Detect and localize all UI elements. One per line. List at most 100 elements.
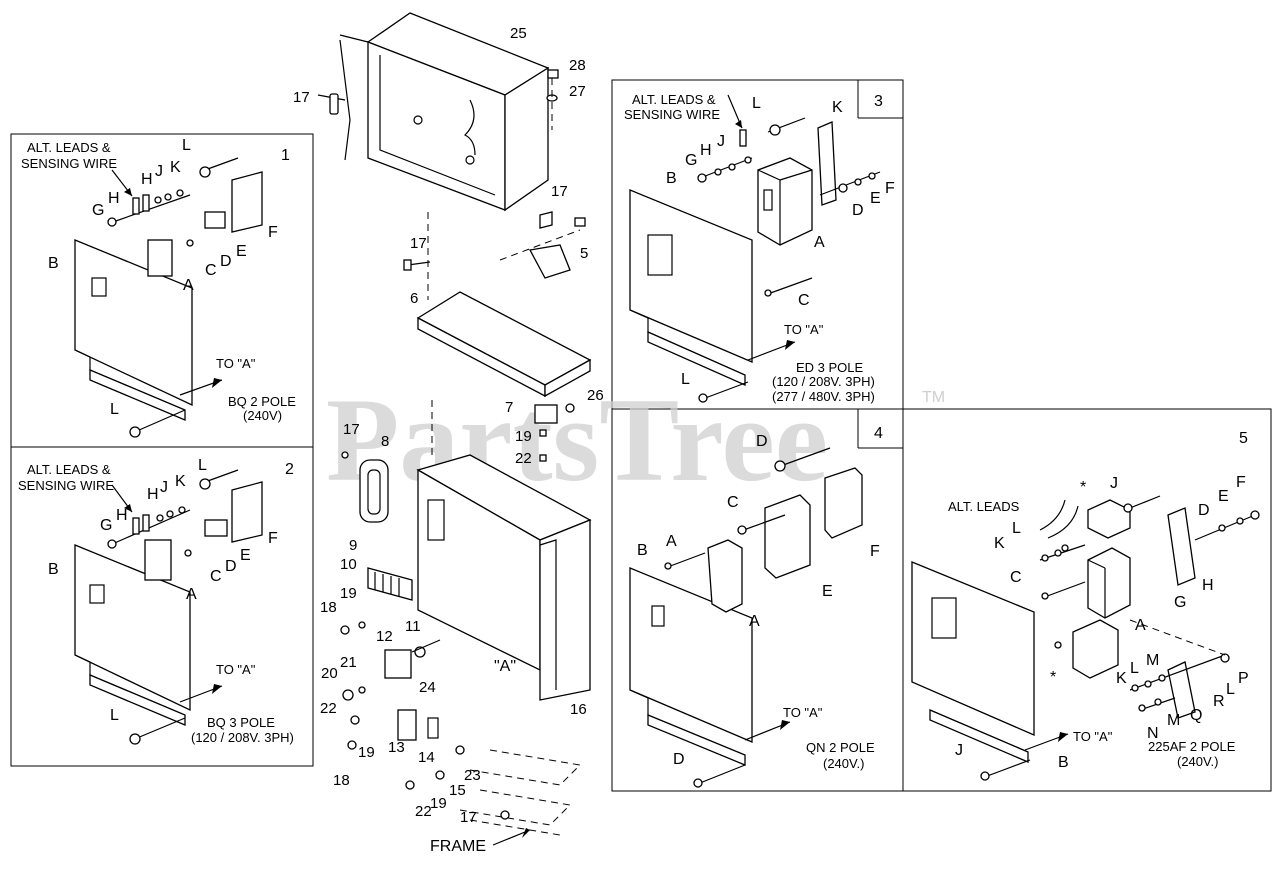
- part-letter: J: [955, 742, 963, 759]
- to-a-label: TO "A": [784, 322, 824, 337]
- panel-caption: BQ 2 POLE: [228, 394, 296, 409]
- part-letter: M: [1167, 712, 1180, 729]
- part-letter: J: [155, 163, 163, 180]
- alt-leads-label: ALT. LEADS: [948, 499, 1020, 514]
- panel-index: 4: [874, 425, 883, 442]
- center-assembly: [317, 12, 592, 846]
- part-letter: L: [110, 707, 119, 724]
- panel-2-frame: [10, 446, 314, 767]
- panel-4: 4 D C F A B E A D TO "A" QN 2 POLE (240V…: [629, 425, 883, 788]
- part-letter: F: [268, 224, 278, 241]
- part-number: 22: [415, 803, 432, 820]
- part-number: 17: [460, 809, 477, 826]
- part-letter: M: [1146, 652, 1159, 669]
- part-letter: B: [48, 561, 59, 578]
- part-number: 19: [340, 585, 357, 602]
- panel-caption: (240V.): [823, 756, 864, 771]
- panel-caption: (277 / 480V. 3PH): [772, 389, 875, 404]
- part-letter: L: [681, 371, 690, 388]
- part-letter: C: [727, 494, 739, 511]
- part-letter: F: [268, 530, 278, 547]
- part-number: 25: [510, 25, 527, 42]
- part-letter: B: [666, 170, 677, 187]
- part-letter: C: [205, 262, 217, 279]
- part-letter: E: [1218, 488, 1229, 505]
- to-a-label: TO "A": [216, 356, 256, 371]
- part-letter: K: [175, 473, 186, 490]
- alt-leads-label: ALT. LEADS &: [632, 92, 716, 107]
- star-note: *: [1080, 479, 1086, 496]
- part-letter: G: [685, 152, 697, 169]
- part-letter: B: [637, 542, 648, 559]
- watermark-text: PartsTree: [326, 373, 828, 506]
- part-letter: A: [814, 234, 825, 251]
- panel-caption: BQ 3 POLE: [207, 715, 275, 730]
- sensing-wire-label: SENSING WIRE: [624, 107, 720, 122]
- part-letter: H: [141, 171, 153, 188]
- alt-leads-label: ALT. LEADS &: [27, 140, 111, 155]
- part-letter: A: [183, 277, 194, 294]
- part-number: 20: [321, 665, 338, 682]
- part-letter: D: [220, 253, 232, 270]
- part-letter: G: [1174, 594, 1186, 611]
- part-number: 10: [340, 556, 357, 573]
- part-number: 5: [580, 245, 588, 262]
- to-a-label: TO "A": [783, 705, 823, 720]
- alt-leads-label: ALT. LEADS &: [27, 462, 111, 477]
- part-letter: A: [186, 586, 197, 603]
- frame-label: FRAME: [430, 838, 486, 855]
- part-letter: A: [1135, 617, 1146, 634]
- part-number: 22: [515, 450, 532, 467]
- part-number: 19: [515, 428, 532, 445]
- part-number: 8: [381, 433, 389, 450]
- part-number: 14: [418, 749, 435, 766]
- part-letter: R: [1213, 693, 1225, 710]
- part-number: 18: [333, 772, 350, 789]
- part-letter: L: [1226, 681, 1235, 698]
- part-number: 27: [569, 83, 586, 100]
- part-number: 12: [376, 628, 393, 645]
- panel-5: 5 ALT. LEADS * * J E F D L K C H G A M L…: [911, 430, 1260, 781]
- part-letter: F: [1236, 474, 1246, 491]
- part-letter: E: [240, 547, 251, 564]
- part-letter: J: [1110, 475, 1118, 492]
- panel-caption: (120 / 208V. 3PH): [191, 730, 294, 745]
- part-letter: D: [756, 433, 768, 450]
- part-number: 28: [569, 57, 586, 74]
- part-number: 16: [570, 701, 587, 718]
- panel-caption: (240V): [243, 408, 282, 423]
- panel-5-frame: [902, 408, 1272, 792]
- panel-index: 1: [281, 147, 290, 164]
- part-letter: D: [1198, 502, 1210, 519]
- part-letter: L: [110, 401, 119, 418]
- part-letter: K: [170, 159, 181, 176]
- part-number: 24: [419, 679, 436, 696]
- part-letter: G: [100, 517, 112, 534]
- panel-2: 2 ALT. LEADS & SENSING WIRE L K J H H G …: [18, 457, 294, 745]
- part-number: 17: [293, 89, 310, 106]
- part-letter: L: [182, 137, 191, 154]
- part-letter: K: [994, 535, 1005, 552]
- part-letter: D: [673, 751, 685, 768]
- part-number: 23: [464, 767, 481, 784]
- panel-index: 3: [874, 93, 883, 110]
- part-letter: L: [1012, 520, 1021, 537]
- part-letter: J: [717, 133, 725, 150]
- part-letter: Q: [1190, 707, 1202, 724]
- panel-index: 2: [285, 461, 294, 478]
- part-letter: D: [225, 558, 237, 575]
- part-letter: C: [210, 568, 222, 585]
- part-letter: C: [798, 292, 810, 309]
- part-letter: H: [147, 486, 159, 503]
- part-number: 17: [551, 183, 568, 200]
- to-a-label: TO "A": [1073, 729, 1113, 744]
- part-letter: A: [749, 613, 760, 630]
- part-letter: E: [870, 190, 881, 207]
- panel-caption: ED 3 POLE: [796, 360, 864, 375]
- part-letter: D: [852, 202, 864, 219]
- part-letter: H: [1202, 577, 1214, 594]
- part-letter: N: [1147, 725, 1159, 742]
- part-letter: E: [236, 243, 247, 260]
- part-number: 7: [505, 399, 513, 416]
- part-letter: F: [885, 180, 895, 197]
